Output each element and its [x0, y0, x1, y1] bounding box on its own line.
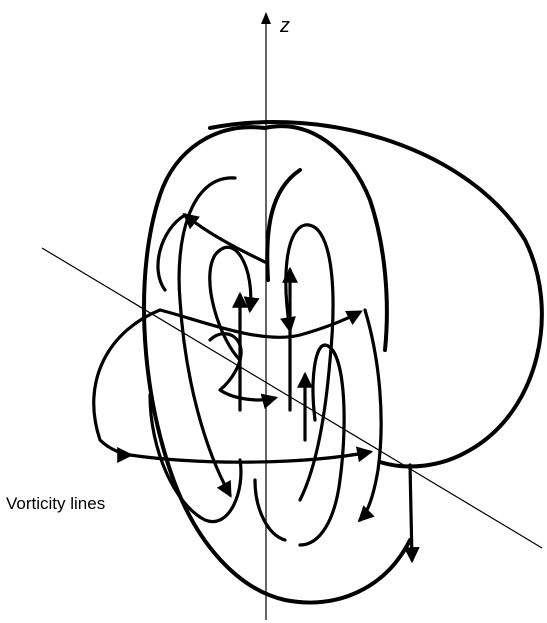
- vorticity-line-right-outer: [360, 310, 381, 520]
- vorticity-line-horizontal-top: [160, 310, 360, 337]
- outer-shell-sphere: [210, 122, 542, 466]
- vorticity-line-left-outer: [179, 178, 235, 495]
- vorticity-line-lower-mid: [255, 480, 285, 540]
- z-axis-label: z: [279, 15, 290, 37]
- outer-shell-rim-right: [265, 126, 387, 350]
- vorticity-line-inner-left: [210, 247, 251, 360]
- vorticity-line-right-inner: [300, 345, 344, 545]
- vorticity-line-center-coil: [210, 334, 275, 400]
- z-axis-arrowhead-icon: [261, 12, 271, 24]
- vorticity-lines-label: Vorticity lines: [6, 494, 105, 513]
- inner-shell-edge: [267, 170, 300, 280]
- vorticity-line-bottom-right: [410, 465, 412, 560]
- vorticity-line-top-diagonal: [185, 215, 265, 262]
- oblique-axis: [42, 248, 542, 548]
